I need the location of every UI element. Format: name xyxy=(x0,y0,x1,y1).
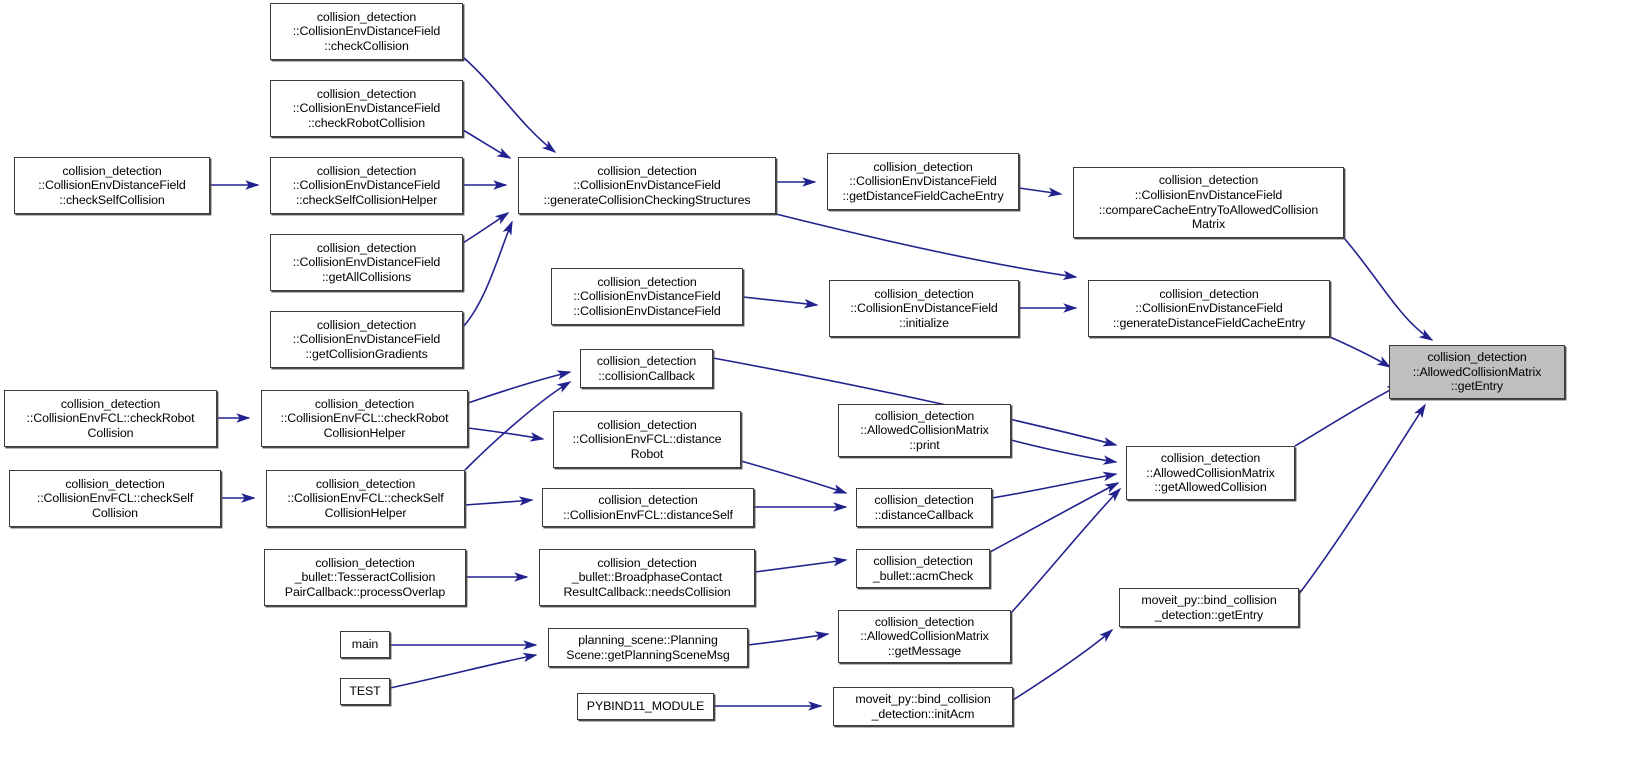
call-edge xyxy=(1343,237,1434,341)
graph-node-n11[interactable]: collision_detection ::CollisionEnvDistan… xyxy=(829,280,1019,337)
graph-node-n17[interactable]: collision_detection ::CollisionEnvFCL::d… xyxy=(553,411,741,468)
graph-node-n10[interactable]: collision_detection ::CollisionEnvDistan… xyxy=(551,268,743,325)
call-edge xyxy=(1294,384,1402,447)
call-edge xyxy=(389,652,538,689)
graph-node-n33[interactable]: moveit_py::bind_collision _detection::in… xyxy=(833,687,1013,726)
graph-node-label: collision_detection ::AllowedCollisionMa… xyxy=(1412,350,1542,394)
graph-node-label: collision_detection ::CollisionEnvDistan… xyxy=(38,163,186,207)
call-edge xyxy=(1329,336,1392,368)
call-edge xyxy=(467,370,572,404)
graph-node-label: collision_detection ::AllowedCollisionMa… xyxy=(860,408,989,452)
call-edge xyxy=(1010,439,1118,465)
graph-node-n9[interactable]: collision_detection ::CollisionEnvDistan… xyxy=(1073,167,1344,238)
graph-node-n21[interactable]: collision_detection ::CollisionEnvFCL::c… xyxy=(266,470,465,527)
call-edge xyxy=(1018,187,1063,197)
call-edge xyxy=(742,296,819,309)
graph-node-n14[interactable]: collision_detection ::collisionCallback xyxy=(580,349,713,388)
graph-node-label: collision_detection _bullet::acmCheck xyxy=(872,553,974,583)
graph-node-n19[interactable]: collision_detection ::AllowedCollisionMa… xyxy=(1126,446,1295,500)
call-edge xyxy=(1298,403,1426,595)
graph-node-n2[interactable]: collision_detection ::CollisionEnvDistan… xyxy=(270,80,463,137)
graph-node-n31[interactable]: TEST xyxy=(340,678,390,705)
graph-node-n15[interactable]: collision_detection ::CollisionEnvFCL::c… xyxy=(4,390,217,447)
graph-node-label: PYBIND11_MODULE xyxy=(586,699,705,714)
graph-node-n16[interactable]: collision_detection ::CollisionEnvFCL::c… xyxy=(261,390,468,447)
graph-node-label: moveit_py::bind_collision _detection::in… xyxy=(855,691,991,721)
graph-node-label: collision_detection ::CollisionEnvFCL::d… xyxy=(563,492,733,522)
graph-node-label: collision_detection ::CollisionEnvFCL::c… xyxy=(287,476,444,520)
graph-node-n5[interactable]: collision_detection ::CollisionEnvDistan… xyxy=(270,234,463,291)
graph-node-n4[interactable]: collision_detection ::CollisionEnvDistan… xyxy=(270,157,463,214)
graph-node-label: planning_scene::Planning Scene::getPlann… xyxy=(566,632,730,662)
graph-node-label: TEST xyxy=(349,684,381,699)
graph-node-n7[interactable]: collision_detection ::CollisionEnvDistan… xyxy=(518,157,776,214)
graph-node-label: collision_detection ::CollisionEnvFCL::d… xyxy=(572,417,722,461)
graph-node-label: collision_detection ::CollisionEnvFCL::c… xyxy=(26,396,195,440)
graph-node-n6[interactable]: collision_detection ::CollisionEnvDistan… xyxy=(270,311,463,368)
graph-node-n29[interactable]: main xyxy=(340,631,390,658)
call-edge xyxy=(462,129,512,159)
graph-node-n20[interactable]: collision_detection ::CollisionEnvFCL::c… xyxy=(9,470,221,527)
graph-node-n23[interactable]: collision_detection ::distanceCallback xyxy=(856,488,992,527)
graph-node-label: collision_detection ::CollisionEnvDistan… xyxy=(850,286,998,330)
call-edge xyxy=(464,381,572,471)
graph-node-n18[interactable]: collision_detection ::AllowedCollisionMa… xyxy=(838,404,1011,457)
graph-node-label: collision_detection _bullet::BroadphaseC… xyxy=(563,555,731,599)
graph-node-n1[interactable]: collision_detection ::CollisionEnvDistan… xyxy=(270,3,463,60)
call-edge xyxy=(464,496,534,506)
graph-node-label: collision_detection ::CollisionEnvDistan… xyxy=(292,317,441,361)
graph-node-label: collision_detection ::CollisionEnvDistan… xyxy=(842,159,1004,203)
call-edge xyxy=(991,471,1118,499)
graph-node-n8[interactable]: collision_detection ::CollisionEnvDistan… xyxy=(827,153,1019,210)
graph-node-n12[interactable]: collision_detection ::CollisionEnvDistan… xyxy=(1088,280,1330,337)
graph-node-n25[interactable]: collision_detection _bullet::BroadphaseC… xyxy=(539,549,755,606)
graph-node-label: collision_detection ::CollisionEnvDistan… xyxy=(292,240,441,284)
graph-node-label: collision_detection ::collisionCallback xyxy=(596,353,697,383)
graph-node-label: collision_detection ::CollisionEnvDistan… xyxy=(543,163,751,207)
graph-node-label: collision_detection ::CollisionEnvDistan… xyxy=(1112,286,1306,330)
call-edge xyxy=(462,220,513,328)
graph-node-label: collision_detection ::CollisionEnvDistan… xyxy=(292,9,441,53)
call-edge xyxy=(754,556,848,573)
graph-node-label: collision_detection _bullet::TesseractCo… xyxy=(284,555,446,599)
graph-node-n3[interactable]: collision_detection ::CollisionEnvDistan… xyxy=(14,157,210,214)
graph-node-n22[interactable]: collision_detection ::CollisionEnvFCL::d… xyxy=(542,488,754,527)
call-edge xyxy=(740,460,848,494)
call-edge xyxy=(989,482,1120,553)
graph-node-n27[interactable]: moveit_py::bind_collision _detection::ge… xyxy=(1119,588,1299,627)
call-edge xyxy=(1012,628,1114,701)
call-edge xyxy=(462,212,510,244)
call-edge xyxy=(467,427,545,442)
call-edge xyxy=(1010,487,1122,614)
graph-node-label: collision_detection ::CollisionEnvDistan… xyxy=(1098,173,1319,232)
graph-node-label: main xyxy=(351,637,379,652)
call-edge xyxy=(462,56,557,153)
graph-node-label: collision_detection ::CollisionEnvDistan… xyxy=(292,163,441,207)
graph-node-n24[interactable]: collision_detection _bullet::TesseractCo… xyxy=(264,549,466,606)
call-edge xyxy=(712,357,1118,447)
graph-node-label: collision_detection ::AllowedCollisionMa… xyxy=(1146,451,1275,495)
graph-node-label: collision_detection ::CollisionEnvDistan… xyxy=(573,274,721,318)
graph-node-n13[interactable]: collision_detection ::AllowedCollisionMa… xyxy=(1389,345,1565,399)
graph-node-n28[interactable]: collision_detection ::AllowedCollisionMa… xyxy=(838,610,1011,663)
call-edge xyxy=(747,631,830,646)
graph-node-label: collision_detection ::CollisionEnvFCL::c… xyxy=(280,396,449,440)
graph-node-n26[interactable]: collision_detection _bullet::acmCheck xyxy=(856,549,990,588)
graph-node-label: moveit_py::bind_collision _detection::ge… xyxy=(1141,592,1277,622)
call-edge xyxy=(775,213,1078,280)
graph-node-label: collision_detection ::CollisionEnvFCL::c… xyxy=(36,476,194,520)
graph-node-label: collision_detection ::CollisionEnvDistan… xyxy=(292,86,441,130)
graph-node-n32[interactable]: PYBIND11_MODULE xyxy=(577,693,714,720)
graph-node-label: collision_detection ::distanceCallback xyxy=(874,492,974,522)
graph-node-n30[interactable]: planning_scene::Planning Scene::getPlann… xyxy=(548,628,748,667)
graph-node-label: collision_detection ::AllowedCollisionMa… xyxy=(860,614,989,658)
